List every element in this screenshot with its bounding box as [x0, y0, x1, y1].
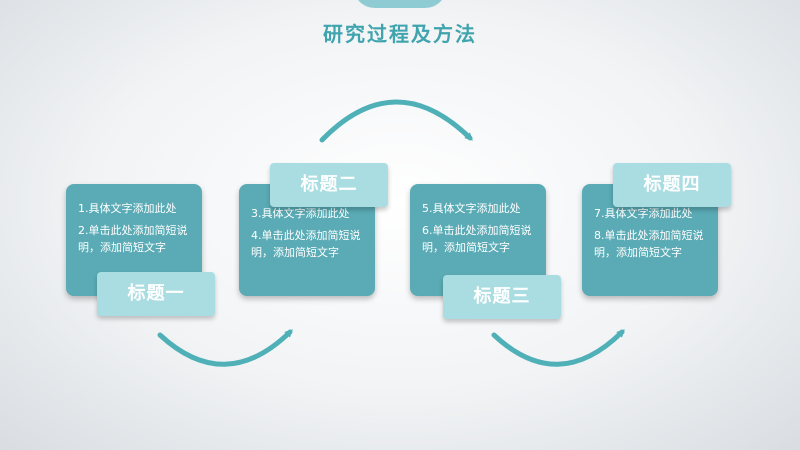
step-2-line-1: 3.具体文字添加此处 — [251, 207, 350, 220]
step-label-1: 标题一 — [97, 272, 215, 316]
arrow-bottom-left — [157, 329, 293, 367]
page-title: 研究过程及方法 — [323, 22, 477, 46]
step-4-line-2: 8.单击此处添加简短说明，添加简短文字 — [594, 229, 704, 259]
step-label-2: 标题二 — [270, 163, 388, 207]
step-4-line-1: 7.具体文字添加此处 — [594, 207, 693, 220]
step-label-4: 标题四 — [613, 163, 731, 207]
step-1-line-2: 2.单击此处添加简短说明，添加简短文字 — [78, 224, 188, 254]
step-3-line-1: 5.具体文字添加此处 — [422, 202, 521, 215]
top-decoration — [353, 0, 447, 8]
step-label-3: 标题三 — [443, 275, 561, 319]
step-1-line-1: 1.具体文字添加此处 — [78, 202, 177, 215]
step-3-line-2: 6.单击此处添加简短说明，添加简短文字 — [422, 224, 532, 254]
arrow-top — [319, 99, 473, 143]
step-2-line-2: 4.单击此处添加简短说明，添加简短文字 — [251, 229, 361, 259]
arrow-bottom-right — [491, 329, 625, 367]
